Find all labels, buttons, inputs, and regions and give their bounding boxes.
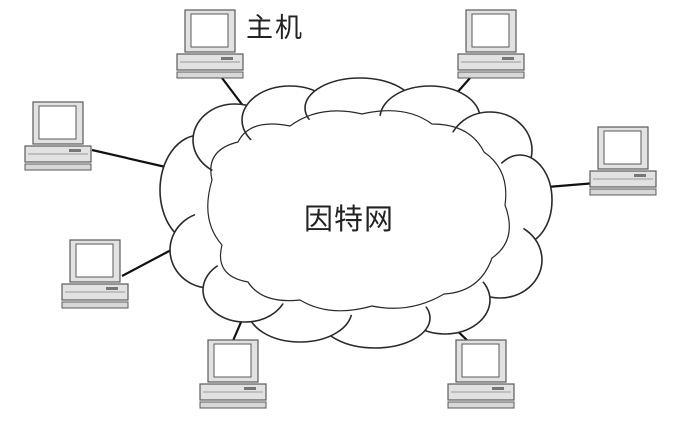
host-top-left-computer-icon: [176, 9, 244, 79]
host-top-right-computer-icon: [457, 9, 525, 79]
host-bottom-left-computer-icon: [199, 339, 267, 409]
host-bottom-right-computer-icon: [447, 339, 515, 409]
host-label: 主机: [246, 13, 304, 44]
host-right-upper-computer-icon: [589, 126, 657, 196]
host-left-lower-computer-icon: [61, 239, 129, 309]
link-host-left-upper: [91, 148, 171, 170]
internet-label: 因特网: [304, 202, 395, 236]
internet-cloud: [159, 77, 553, 349]
host-left-upper-computer-icon: [24, 101, 92, 171]
